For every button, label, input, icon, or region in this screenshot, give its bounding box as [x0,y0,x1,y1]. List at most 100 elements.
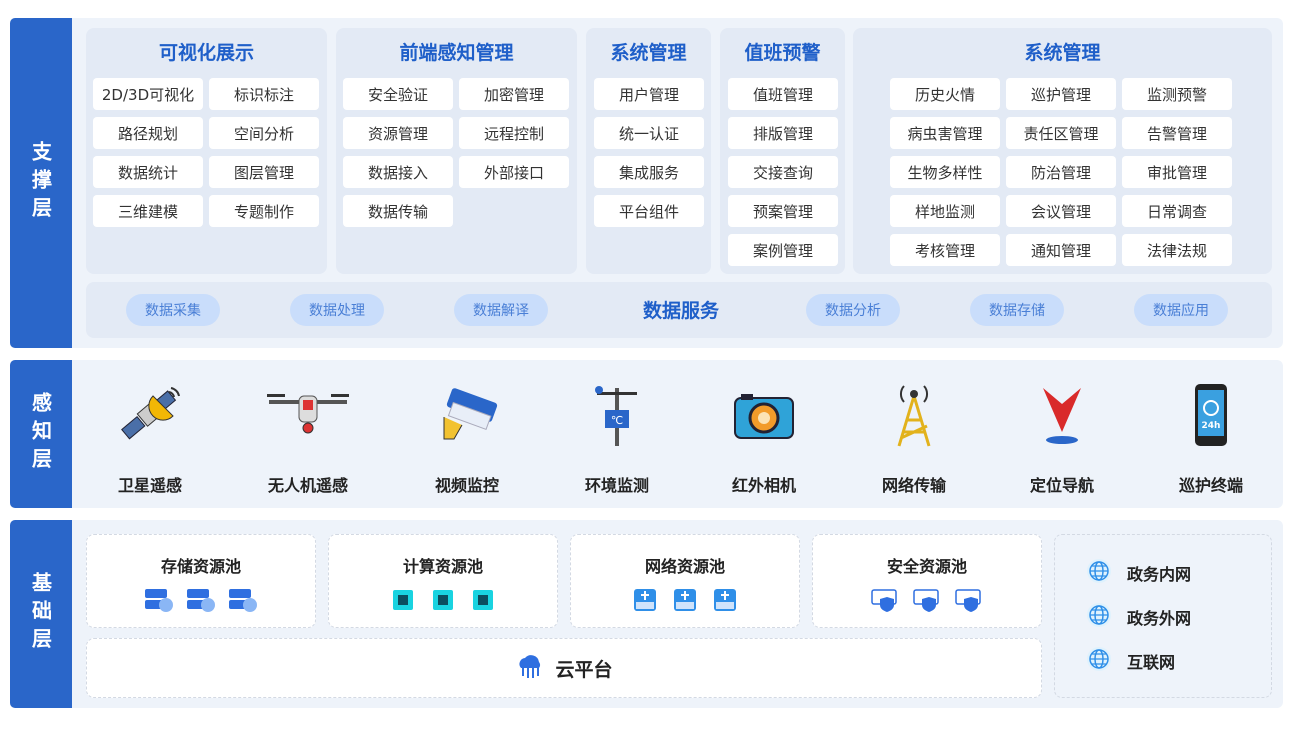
resource-pool-card: 计算资源池 [328,534,558,628]
network-item[interactable]: 政务内网 [1085,551,1271,595]
data-service-pill[interactable]: 数据解译 [454,294,548,326]
resource-pool-card: 存储资源池 [86,534,316,628]
network-label: 政务外网 [1127,609,1192,628]
sensing-device[interactable]: 视频监控 [407,380,527,496]
function-item[interactable]: 历史火情 [890,78,1000,110]
cloud-icon [515,652,545,684]
function-item[interactable]: 标识标注 [209,78,319,110]
function-item[interactable]: 责任区管理 [1006,117,1116,149]
data-service-pill[interactable]: 数据分析 [806,294,900,326]
function-item[interactable]: 预案管理 [728,195,838,227]
function-item[interactable]: 告警管理 [1122,117,1232,149]
data-service-pill[interactable]: 数据存储 [970,294,1064,326]
network-item[interactable]: 政务外网 [1085,595,1271,639]
function-item[interactable]: 三维建模 [93,195,203,227]
weather-station-icon: ℃ [557,380,677,450]
function-item[interactable]: 通知管理 [1006,234,1116,266]
function-item[interactable]: 考核管理 [890,234,1000,266]
sensing-device-label: 巡护终端 [1178,476,1243,495]
function-item[interactable]: 用户管理 [594,78,704,110]
function-item[interactable]: 审批管理 [1122,156,1232,188]
storage-server-icon [187,587,215,617]
storage-server-icon [145,587,173,617]
cloud-platform-label: 云平台 [555,658,613,681]
sensing-device-label: 网络传输 [881,476,946,495]
network-card: 政务内网政务外网互联网 [1054,534,1272,698]
function-item[interactable]: 平台组件 [594,195,704,227]
network-label: 政务内网 [1127,565,1192,584]
function-item[interactable]: 图层管理 [209,156,319,188]
globe-icon [1085,645,1113,677]
support-group: 系统管理用户管理统一认证集成服务平台组件 [586,28,711,274]
function-item[interactable]: 远程控制 [459,117,569,149]
sensing-device[interactable]: 无人机遥感 [248,380,368,496]
network-item[interactable]: 互联网 [1085,639,1271,683]
data-service-title: 数据服务 [642,300,719,322]
function-item[interactable]: 样地监测 [890,195,1000,227]
resource-pool-icons [813,587,1041,617]
resource-pool-title: 计算资源池 [402,557,483,576]
function-item[interactable]: 资源管理 [343,117,453,149]
function-item[interactable]: 数据接入 [343,156,453,188]
support-group: 前端感知管理安全验证加密管理资源管理远程控制数据接入外部接口数据传输 [336,28,577,274]
function-item[interactable]: 法律法规 [1122,234,1232,266]
function-item[interactable]: 2D/3D可视化 [93,78,203,110]
data-service-bar: 数据服务 数据采集 数据处理 数据解译 数据分析 数据存储 数据应用 [86,282,1272,338]
location-pin-icon [1002,380,1122,450]
sensing-device-label: 定位导航 [1029,476,1094,495]
function-item[interactable]: 集成服务 [594,156,704,188]
function-item[interactable]: 排版管理 [728,117,838,149]
security-shield-icon [913,587,941,617]
function-item[interactable]: 日常调查 [1122,195,1232,227]
chip-icon [390,587,416,617]
resource-pool-title: 存储资源池 [160,557,241,576]
support-group: 系统管理历史火情巡护管理监测预警病虫害管理责任区管理告警管理生物多样性防治管理审… [853,28,1272,274]
data-service-pill[interactable]: 数据应用 [1134,294,1228,326]
resource-pool-icons [87,587,315,617]
function-item[interactable]: 病虫害管理 [890,117,1000,149]
resource-pool-icons [571,587,799,617]
network-switch-icon [712,587,738,617]
function-item[interactable]: 专题制作 [209,195,319,227]
data-service-pill[interactable]: 数据采集 [126,294,220,326]
function-item[interactable]: 安全验证 [343,78,453,110]
function-item[interactable]: 加密管理 [459,78,569,110]
sensing-device[interactable]: ℃ 环境监测 [557,380,677,496]
chip-icon [470,587,496,617]
data-service-pill[interactable]: 数据处理 [290,294,384,326]
function-item[interactable]: 外部接口 [459,156,569,188]
support-group: 值班预警值班管理排版管理交接查询预案管理案例管理 [720,28,845,274]
globe-icon [1085,557,1113,589]
sensing-device-label: 无人机遥感 [267,476,348,495]
resource-pool-title: 网络资源池 [644,557,725,576]
function-item[interactable]: 交接查询 [728,156,838,188]
function-item[interactable]: 路径规划 [93,117,203,149]
function-item[interactable]: 空间分析 [209,117,319,149]
globe-icon [1085,601,1113,633]
function-item[interactable]: 数据统计 [93,156,203,188]
storage-server-icon [229,587,257,617]
function-item[interactable]: 值班管理 [728,78,838,110]
function-item[interactable]: 案例管理 [728,234,838,266]
sensing-device[interactable]: 红外相机 [704,380,824,496]
drone-icon [248,380,368,450]
group-title: 前端感知管理 [399,42,514,64]
layer-label-sensing: 感知层 [10,360,72,508]
function-item[interactable]: 数据传输 [343,195,453,227]
security-shield-icon [955,587,983,617]
function-item[interactable]: 防治管理 [1006,156,1116,188]
sensing-device-label: 红外相机 [731,476,796,495]
function-item[interactable]: 巡护管理 [1006,78,1116,110]
sensing-device[interactable]: 卫星遥感 [90,380,210,496]
function-item[interactable]: 统一认证 [594,117,704,149]
sensing-device-label: 视频监控 [434,476,499,495]
function-item[interactable]: 会议管理 [1006,195,1116,227]
function-item[interactable]: 监测预警 [1122,78,1232,110]
function-item[interactable]: 生物多样性 [890,156,1000,188]
sensing-device-label: 环境监测 [584,476,649,495]
layer-label-support: 支撑层 [10,18,72,348]
signal-tower-icon [854,380,974,450]
sensing-device[interactable]: 网络传输 [854,380,974,496]
sensing-device[interactable]: 定位导航 [1002,380,1122,496]
